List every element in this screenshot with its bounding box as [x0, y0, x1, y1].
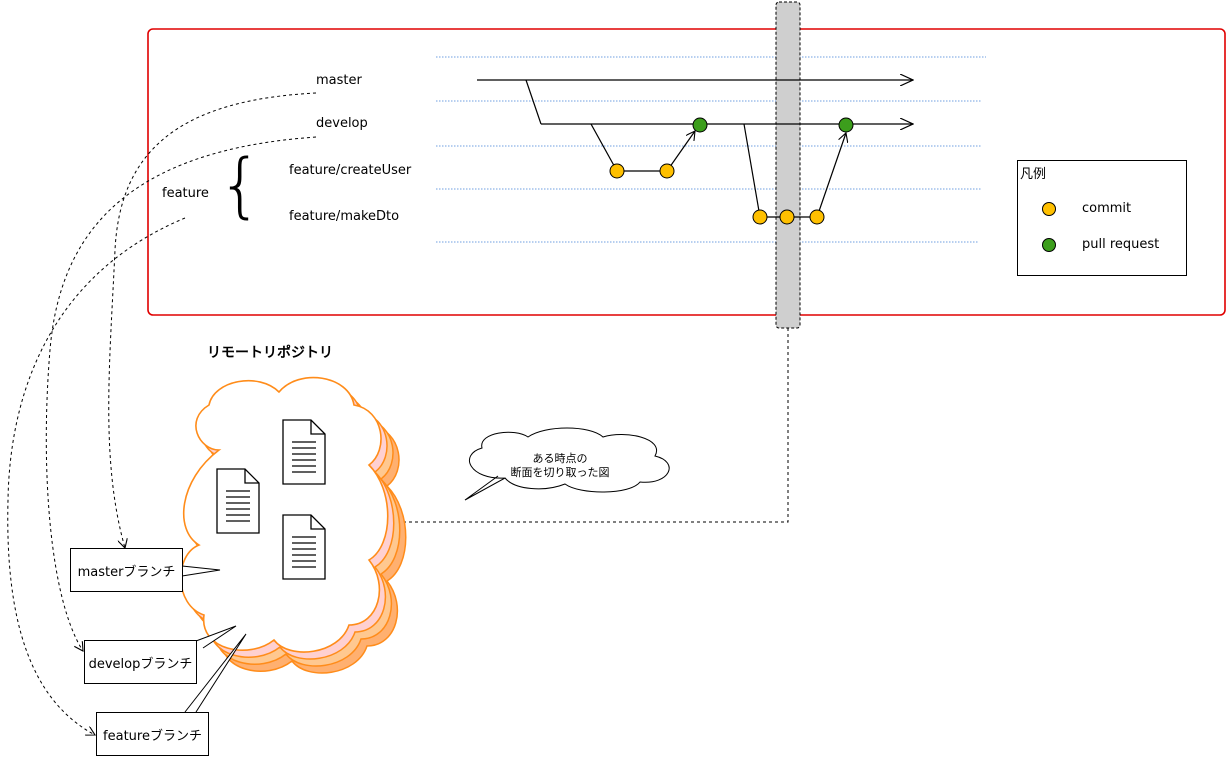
master-branch-label: masterブランチ	[77, 564, 176, 580]
legend-title: 凡例	[1020, 167, 1047, 182]
commit-dot-icon	[1042, 201, 1056, 216]
feature-brace: {	[218, 144, 263, 226]
pull-request-dot-icon	[1042, 237, 1056, 252]
create-user-branch	[590, 123, 667, 172]
legend-commit: commit	[1042, 201, 1131, 216]
master-branch-box: masterブランチ	[70, 548, 183, 592]
develop-branch-off	[525, 79, 542, 125]
flow-frame	[147, 28, 1226, 316]
legend-pull-request: pull request	[1042, 237, 1159, 252]
feature-branch-box: featureブランチ	[96, 712, 209, 756]
snapshot-column	[775, 1, 801, 329]
callout-line-1: ある時点の	[532, 452, 588, 465]
document-icon	[216, 468, 260, 534]
pull-request-dot	[692, 117, 708, 133]
create-user-merge	[666, 131, 695, 172]
document-icon	[282, 514, 326, 580]
commit-dot	[609, 163, 625, 179]
remote-repository-title: リモートリポジトリ	[207, 345, 333, 361]
commit-dot	[809, 209, 825, 225]
callout-text: ある時点の 断面を切り取った図	[490, 452, 630, 480]
feature-group-label: feature	[162, 186, 209, 201]
speech-bubble	[464, 427, 670, 501]
snapshot-connector	[373, 328, 789, 529]
pull-request-nodes	[692, 117, 854, 133]
pull-request-dot	[838, 117, 854, 133]
commit-nodes	[609, 163, 825, 225]
feature-branch-label: featureブランチ	[103, 728, 202, 744]
lane-separators	[436, 56, 986, 243]
develop-label: develop	[316, 116, 368, 131]
branch-box-pointers	[181, 565, 247, 713]
develop-branch-label: developブランチ	[88, 656, 193, 672]
legend-pull-request-label: pull request	[1082, 237, 1160, 252]
feature-make-dto-label: feature/makeDto	[289, 209, 400, 224]
develop-branch-box: developブランチ	[84, 640, 197, 684]
callout-line-2: 断面を切り取った図	[510, 466, 610, 479]
commit-dot	[659, 163, 675, 179]
commit-dot	[779, 209, 795, 225]
feature-create-user-label: feature/createUser	[289, 163, 412, 178]
branch-link-curves	[7, 92, 317, 735]
make-dto-merge	[816, 133, 846, 218]
master-label: master	[316, 73, 362, 88]
legend-commit-label: commit	[1082, 201, 1132, 216]
commit-dot	[752, 209, 768, 225]
legend: 凡例 commit pull request	[1017, 160, 1187, 276]
document-icon	[282, 419, 326, 485]
